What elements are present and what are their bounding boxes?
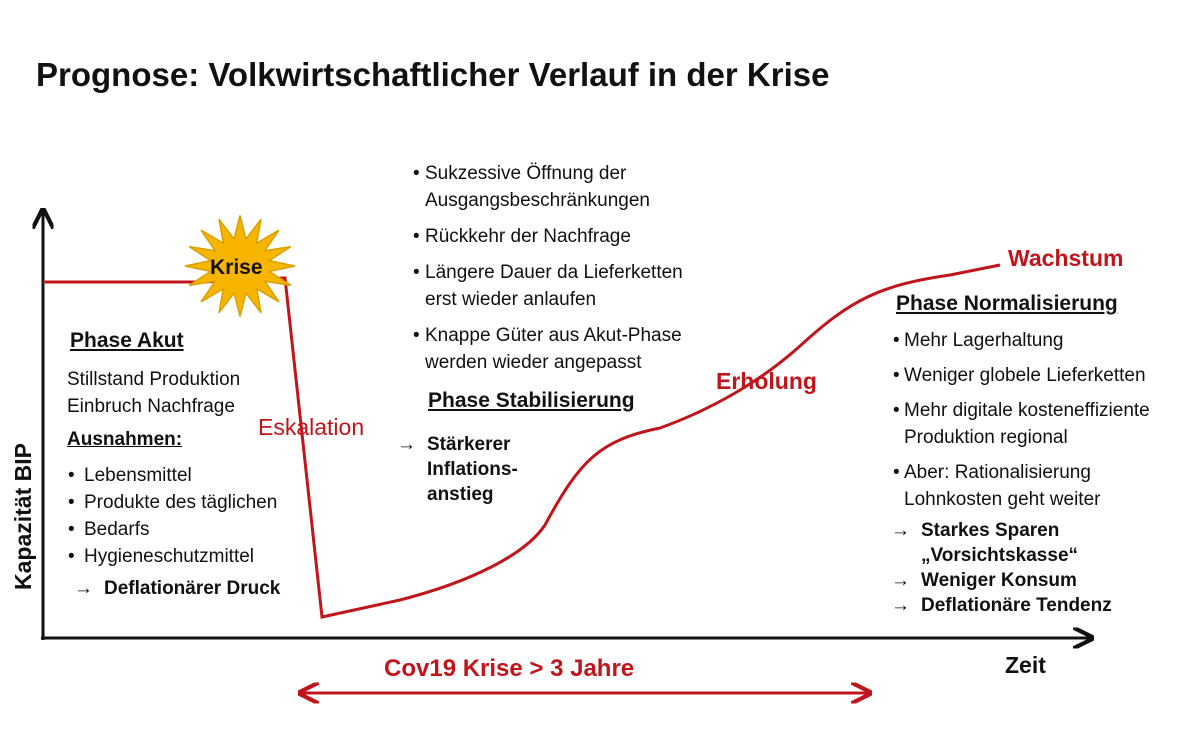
list-item: •Aber: Rationalisierung: [893, 459, 1150, 486]
bullet-text: Mehr digitale kosteneffiziente: [904, 400, 1150, 421]
phase-akut-conclusion: → Deflationärer Druck: [74, 576, 280, 601]
bullet-icon: •: [893, 365, 900, 386]
exceptions-list: Lebensmittel Produkte des täglichen Beda…: [62, 462, 277, 570]
exceptions-heading: Ausnahmen:: [67, 429, 183, 450]
wachstum-label: Wachstum: [1008, 245, 1124, 271]
conclusion-text: Weniger Konsum: [921, 570, 1077, 591]
bullet-icon: •: [413, 325, 420, 346]
list-item: •Mehr digitale kosteneffiziente: [893, 397, 1150, 424]
conclusion-text: „Vorsichtskasse“: [921, 545, 1079, 566]
conclusion-text: anstieg: [427, 484, 494, 505]
normalisierung-conclusions: → Starkes Sparen „Vorsichtskasse“ → Wenige…: [891, 518, 1112, 618]
list-item: •Mehr Lagerhaltung: [893, 327, 1150, 354]
phase-normalisierung-heading: Phase Normalisierung: [896, 292, 1118, 315]
conclusion-text: Deflationärer Druck: [104, 578, 281, 599]
arrow-right-icon: →: [891, 570, 910, 591]
bullet-continuation: werden wieder angepasst: [425, 352, 642, 373]
arrow-right-icon: →: [891, 520, 910, 541]
list-item: •Weniger globele Lieferketten: [893, 362, 1150, 389]
phase-akut-line: Einbruch Nachfrage: [67, 396, 235, 417]
page-title: Prognose: Volkwirtschaftlicher Verlauf i…: [36, 56, 830, 93]
bullet-continuation: Lohnkosten geht weiter: [904, 489, 1101, 510]
krise-label: Krise: [210, 256, 263, 279]
phase-stabilisierung-heading: Phase Stabilisierung: [428, 389, 635, 412]
phase-akut-heading: Phase Akut: [70, 329, 184, 352]
list-item: Hygieneschutzmittel: [62, 543, 277, 570]
phase-akut-line: Stillstand Produktion: [67, 369, 241, 390]
list-item: •Knappe Güter aus Akut-Phase: [413, 322, 683, 349]
list-item: Produkte des täglichen: [62, 489, 277, 516]
list-item: Bedarfs: [62, 516, 277, 543]
bullet-continuation: Produktion regional: [904, 427, 1068, 448]
list-item: Lebensmittel: [62, 462, 277, 489]
bullet-text: Sukzessive Öffnung der: [425, 163, 627, 184]
eskalation-label: Eskalation: [258, 414, 365, 440]
phase-akut-lines: Stillstand Produktion Einbruch Nachfrage: [67, 366, 240, 420]
bullet-text: Mehr Lagerhaltung: [904, 330, 1064, 351]
gdp-curve: [43, 263, 1001, 619]
duration-label: Cov19 Krise > 3 Jahre: [384, 655, 635, 682]
list-item: •Sukzessive Öffnung der: [413, 160, 683, 187]
bullet-text: Knappe Güter aus Akut-Phase: [425, 325, 682, 346]
bullet-icon: •: [413, 226, 420, 247]
normalisierung-bullets: •Mehr Lagerhaltung •Weniger globele Lief…: [893, 327, 1150, 513]
conclusion-text: Deflationäre Tendenz: [921, 595, 1112, 616]
conclusion-text: Inflations-: [427, 459, 518, 480]
conclusion-line: → Weniger Konsum: [891, 568, 1112, 593]
bullet-icon: •: [413, 163, 420, 184]
conclusion-line: → Stärkerer: [397, 432, 518, 457]
conclusion-line: → Starkes Sparen: [891, 518, 1112, 543]
bullet-continuation: Ausgangsbeschränkungen: [425, 190, 651, 211]
arrow-right-icon: →: [891, 595, 910, 616]
list-item-continuation: Bedarfs: [84, 519, 150, 540]
list-item: •Rückkehr der Nachfrage: [413, 223, 683, 250]
erholung-label: Erholung: [716, 368, 817, 394]
arrow-right-icon: →: [397, 434, 416, 455]
bullet-icon: •: [893, 462, 900, 483]
y-axis-label: Kapazität BIP: [10, 443, 36, 590]
conclusion-line: → Deflationäre Tendenz: [891, 593, 1112, 618]
stabilisierung-bullets: •Sukzessive Öffnung der Ausgangsbeschrän…: [413, 160, 683, 376]
list-item: •Längere Dauer da Lieferketten: [413, 259, 683, 286]
arrow-right-icon: →: [74, 578, 93, 599]
conclusion-text: Stärkerer: [427, 434, 511, 455]
bullet-icon: •: [893, 400, 900, 421]
bullet-text: Weniger globele Lieferketten: [904, 365, 1146, 386]
bullet-text: Rückkehr der Nachfrage: [425, 226, 631, 247]
bullet-icon: •: [413, 262, 420, 283]
bullet-text: Längere Dauer da Lieferketten: [425, 262, 683, 283]
conclusion-text: Starkes Sparen: [921, 520, 1060, 541]
krise-burst-icon: [184, 215, 296, 317]
bullet-text: Aber: Rationalisierung: [904, 462, 1091, 483]
x-axis-label: Zeit: [1005, 652, 1046, 678]
bullet-icon: •: [893, 330, 900, 351]
stabilisierung-conclusion: → Stärkerer Inflations- anstieg: [397, 432, 518, 507]
bullet-continuation: erst wieder anlaufen: [425, 289, 597, 310]
